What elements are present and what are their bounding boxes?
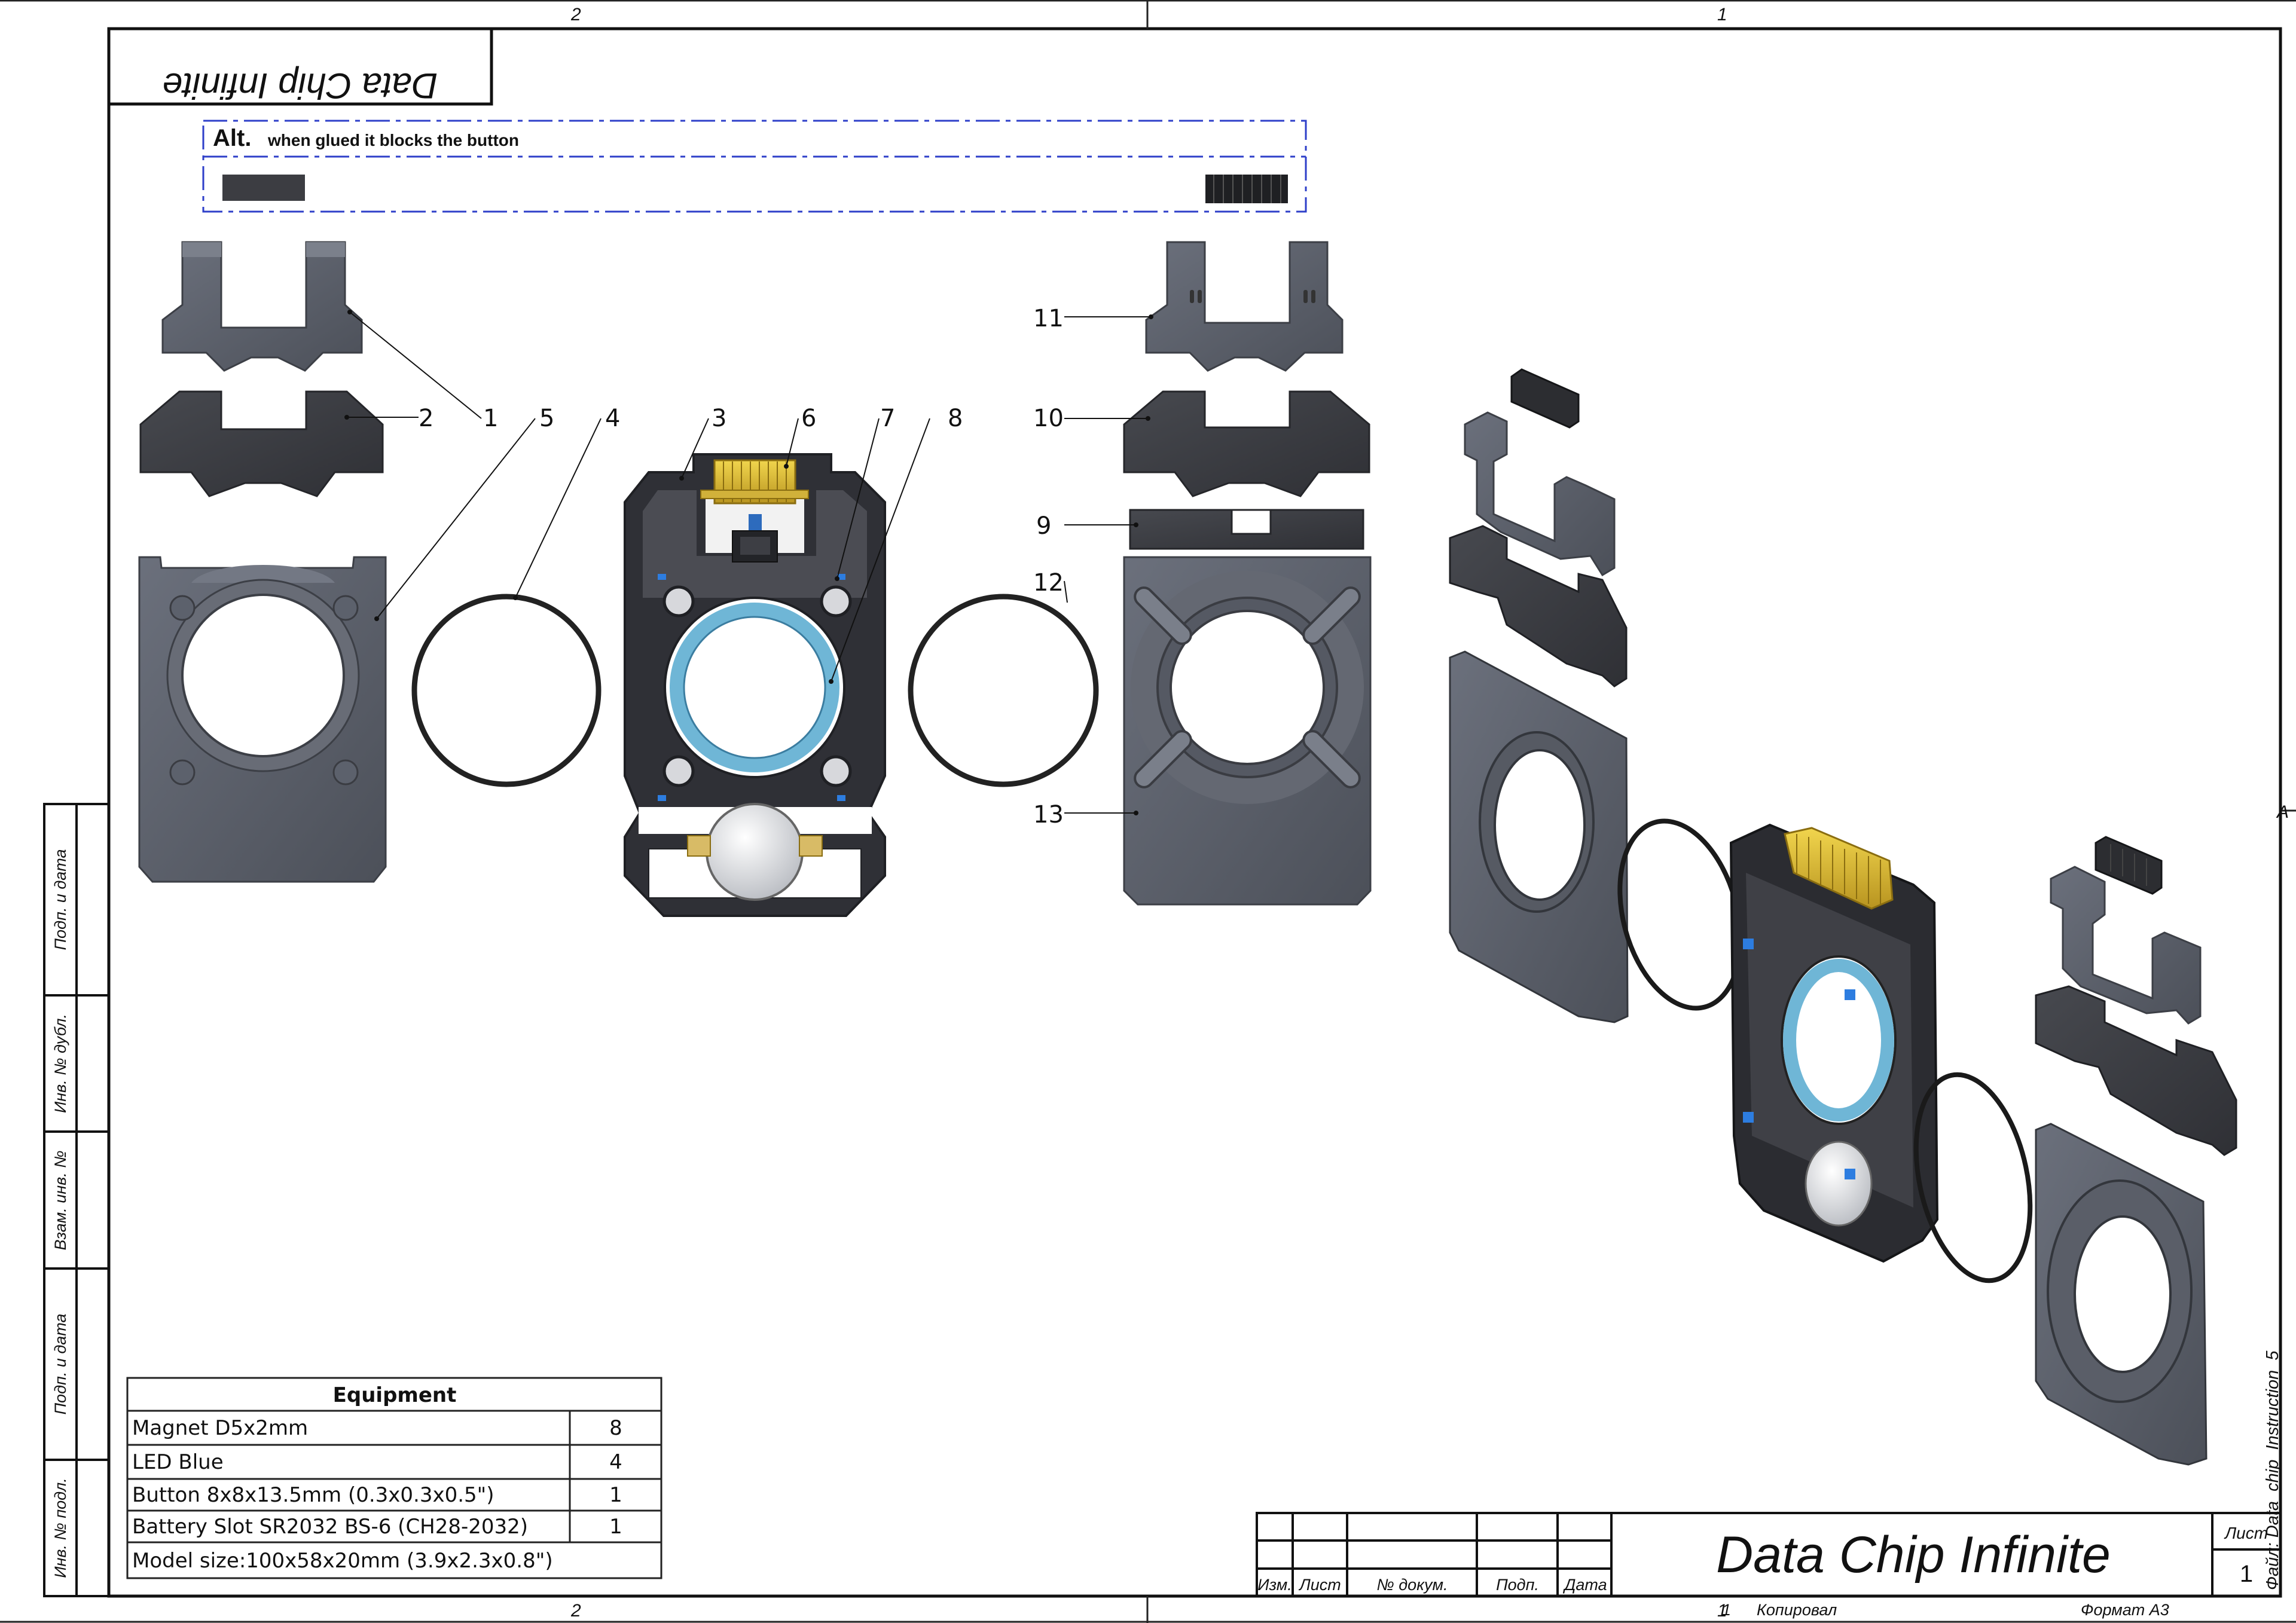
side-stamp-column	[43, 803, 110, 1597]
tb-format: Формат А3	[2081, 1601, 2169, 1619]
callout-13: 13	[1033, 801, 1064, 829]
zone-label-bottom-right: 1	[1717, 1601, 1727, 1621]
tb-title: Data Chip Infinite	[1716, 1526, 2111, 1584]
tb-bottom-sheet: 1	[1722, 1601, 1731, 1619]
battery-slot	[687, 803, 823, 901]
callout-3: 3	[712, 405, 726, 432]
tb-file: Файл: Data_chip_Instruction_5	[2263, 1350, 2282, 1590]
part-2-dark-plate	[139, 390, 384, 497]
callout-1: 1	[483, 405, 498, 432]
tb-header-list: Лист	[1298, 1576, 1341, 1594]
callout-9: 9	[1036, 512, 1051, 540]
part-13-front-plate	[1123, 556, 1372, 906]
callout-11: 11	[1033, 305, 1064, 332]
side-stamp-4: Подп. и дата	[51, 1313, 69, 1414]
equipment-row-4-name: Battery Slot SR2032 BS-6 (CH28-2032)	[132, 1515, 528, 1539]
part-4-o-ring	[411, 594, 602, 787]
callout-8: 8	[948, 405, 963, 432]
equipment-title: Equipment	[333, 1383, 457, 1407]
callout-2: 2	[419, 405, 433, 432]
zone-label-top-left: 2	[570, 5, 581, 25]
side-stamp-3: Взам. инв. №	[51, 1151, 69, 1251]
callout-4: 4	[605, 405, 620, 432]
tb-header-sign: Подп.	[1496, 1576, 1539, 1594]
part-5-back-plate	[138, 556, 387, 883]
alt-label: Alt.	[213, 125, 251, 151]
part-10-dark-plate	[1123, 390, 1370, 497]
part-7-magnets-leds	[658, 574, 852, 801]
callout-12: 12	[1033, 569, 1064, 597]
callout-6: 6	[801, 405, 816, 432]
part-9-spacer	[1129, 509, 1364, 550]
zone-label-bottom-left: 2	[570, 1601, 581, 1621]
callout-5: 5	[539, 405, 554, 432]
title-block	[1256, 1512, 2282, 1597]
equipment-model-size: Model size:100x58x20mm (3.9x2.3x0.8")	[132, 1549, 553, 1573]
isometric-exploded-view	[1449, 368, 2237, 1466]
tb-copied: Копировал	[1757, 1601, 1837, 1619]
part-11-top-clip	[1145, 241, 1344, 372]
callout-7: 7	[880, 405, 895, 432]
callout-leaders	[344, 310, 1153, 815]
alt-note-box	[202, 120, 1307, 213]
tb-header-izm: Изм.	[1257, 1576, 1292, 1594]
mirrored-title-box: Data Chip Infinite	[107, 27, 493, 106]
equipment-row-3-qty: 1	[609, 1483, 622, 1507]
equipment-row-2-qty: 4	[609, 1450, 622, 1474]
alt-note-text: when glued it blocks the button	[267, 131, 519, 149]
zone-label-right: A	[2276, 802, 2289, 822]
side-stamp-2: Инв. № дубл.	[51, 1014, 69, 1113]
side-stamp-5: Инв. № подл.	[51, 1478, 69, 1578]
tb-header-doc: № докум.	[1377, 1576, 1448, 1594]
callout-10: 10	[1033, 405, 1064, 432]
equipment-row-1-qty: 8	[609, 1416, 622, 1440]
mirrored-title: Data Chip Infinite	[163, 66, 438, 106]
equipment-row-1-name: Magnet D5x2mm	[132, 1416, 308, 1440]
part-12-o-ring	[908, 594, 1099, 787]
tb-sheet-label: Лист	[2224, 1524, 2268, 1542]
tb-sheet-number: 1	[2240, 1561, 2253, 1587]
tb-header-date: Дата	[1562, 1576, 1607, 1594]
equipment-row-2-name: LED Blue	[132, 1450, 224, 1474]
part-8-lens-ring	[664, 597, 845, 778]
equipment-row-4-qty: 1	[609, 1515, 622, 1539]
part-6-heatsink	[700, 459, 809, 563]
part-1-top-clip	[161, 241, 363, 372]
equipment-row-3-name: Button 8x8x13.5mm (0.3x0.3x0.5")	[132, 1483, 494, 1507]
side-stamp-1: Подп. и дата	[51, 849, 69, 950]
zone-label-top-right: 1	[1717, 5, 1727, 25]
equipment-table	[126, 1377, 662, 1579]
